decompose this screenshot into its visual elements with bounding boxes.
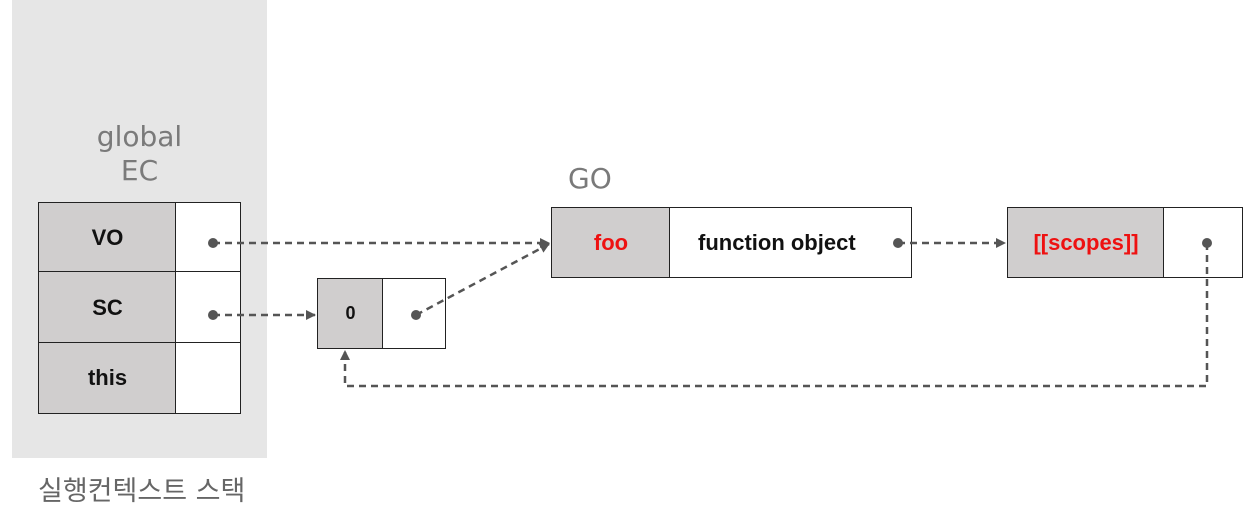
function-object-scopes-value bbox=[1163, 207, 1243, 278]
global-ec-label-line1: global bbox=[96, 120, 183, 153]
ec-row-this-key: this bbox=[38, 342, 177, 414]
ec-row-sc-value bbox=[175, 271, 241, 344]
global-object-label: GO bbox=[568, 162, 612, 195]
ec-row-this-value bbox=[175, 342, 241, 414]
ec-row-sc-key: SC bbox=[38, 271, 177, 344]
scope-chain-index-cell: 0 bbox=[317, 278, 384, 349]
ec-row-vo-key: VO bbox=[38, 202, 177, 273]
function-object-scopes-slot: [[scopes]] bbox=[1007, 207, 1165, 278]
ec-row-vo-value bbox=[175, 202, 241, 273]
global-ec-label-line2: EC bbox=[120, 154, 159, 187]
stack-caption: 실행컨텍스트 스택 bbox=[38, 476, 246, 507]
go-property-key: foo bbox=[551, 207, 671, 278]
go-property-value: function object bbox=[669, 207, 912, 278]
scope-chain-pointer-cell bbox=[382, 278, 446, 349]
